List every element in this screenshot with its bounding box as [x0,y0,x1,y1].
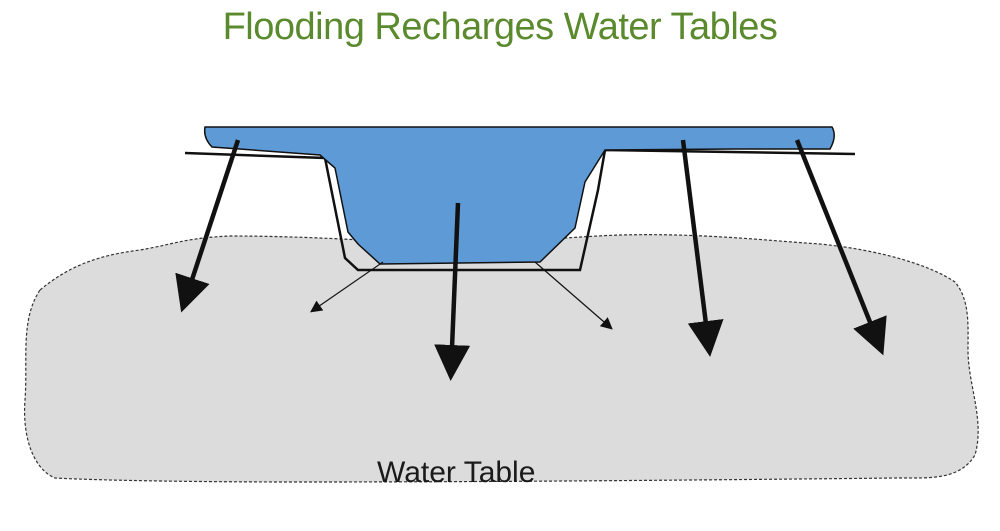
seepage-arrow-left [310,261,384,313]
water-table-label: Water Table [377,456,535,489]
water-table-zone [23,234,979,483]
flood-water [203,126,835,265]
ground-surface-line [184,148,856,272]
recharge-arrow-right-1 [680,139,724,357]
recharge-arrow-left [175,139,241,313]
diagram-title: Flooding Recharges Water Tables [222,6,778,48]
seepage-arrow-right [534,261,613,330]
recharge-arrow-right-2 [794,139,887,356]
recharge-arrow-center [434,202,471,381]
